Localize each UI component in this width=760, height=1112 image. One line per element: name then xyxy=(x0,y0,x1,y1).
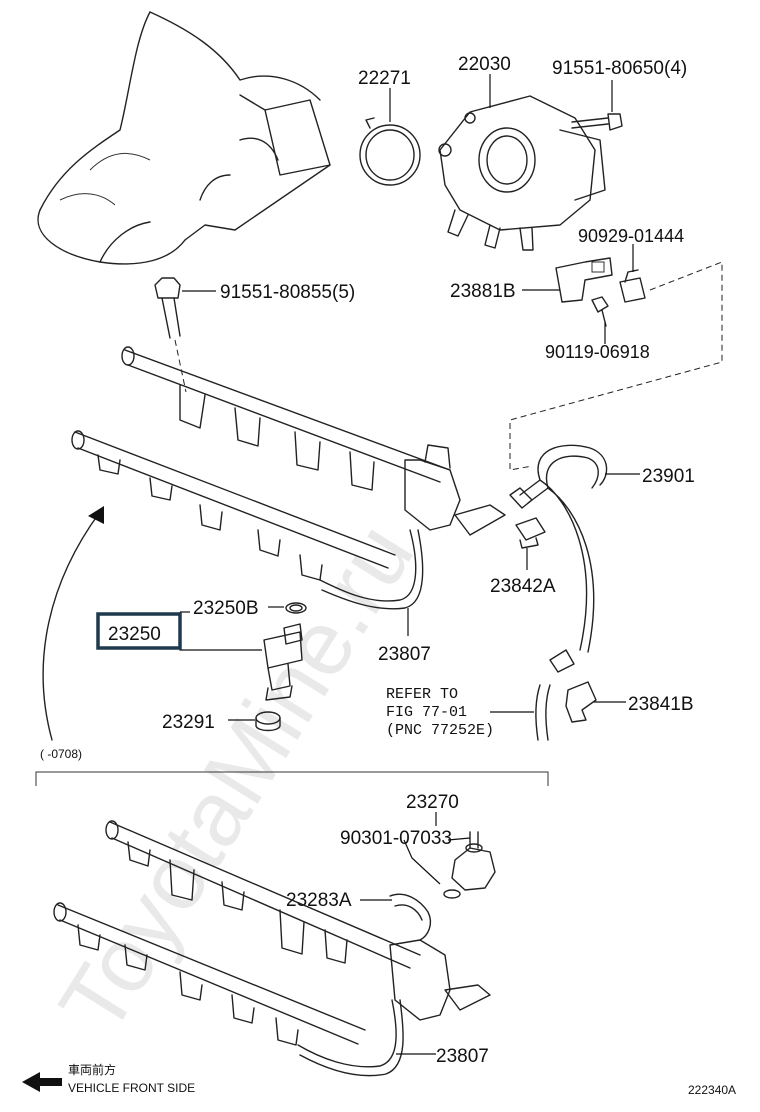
fuel-delivery-pipe-upper[interactable] xyxy=(121,346,506,536)
watermark-text: ToyotaMine.ru xyxy=(40,507,433,1051)
direction-arrow-head xyxy=(88,506,104,524)
label-22271: 22271 xyxy=(358,68,411,89)
fuel-injector-23250[interactable] xyxy=(263,623,303,701)
label-91551-80650: 91551-80650(4) xyxy=(552,58,687,79)
bolt-91551-80650[interactable] xyxy=(571,113,623,131)
label-90301-07033: 90301-07033 xyxy=(340,828,452,849)
label-23881B: 23881B xyxy=(450,281,516,302)
throttle-body-22030[interactable] xyxy=(438,95,606,251)
label-23270: 23270 xyxy=(406,792,459,813)
refer-note-line2: FIG 77-01 xyxy=(386,704,467,721)
figure-code: 222340A xyxy=(688,1083,736,1097)
vehicle-front-japanese: 車両前方 xyxy=(68,1062,116,1077)
fuel-tube-23807-bottom[interactable] xyxy=(297,999,404,1077)
label-22030: 22030 xyxy=(458,54,511,75)
bolt-90119-06918[interactable] xyxy=(591,296,609,327)
label-23901: 23901 xyxy=(642,466,695,487)
label-23842A: 23842A xyxy=(490,576,556,597)
fuel-delivery-pipe-lower-late[interactable] xyxy=(53,902,366,1046)
pulsation-damper-23270[interactable] xyxy=(451,831,496,891)
label-23291: 23291 xyxy=(162,712,215,733)
bolt-91551-80855[interactable] xyxy=(154,277,187,393)
refer-note-line1: REFER TO xyxy=(386,686,458,703)
clip-23841B[interactable] xyxy=(565,681,597,723)
label-23250-box xyxy=(96,612,182,650)
o-ring-90301-07033[interactable] xyxy=(443,889,461,899)
gasket-ring-22271[interactable] xyxy=(359,117,421,186)
fuel-hose-23901[interactable] xyxy=(509,444,608,653)
hose-segment-refer xyxy=(535,684,551,741)
fuel-delivery-pipe-lower[interactable] xyxy=(71,430,396,581)
vehicle-front-arrow-icon xyxy=(22,1072,62,1092)
date-range-bracket xyxy=(35,771,549,786)
label-90119-06918: 90119-06918 xyxy=(545,342,650,362)
bracket-23881B[interactable] xyxy=(555,257,613,303)
date-range-label: ( -0708) xyxy=(40,747,82,761)
insulator-23291[interactable] xyxy=(255,711,281,732)
label-23250B: 23250B xyxy=(193,598,259,619)
clip-90929-01444[interactable] xyxy=(619,269,646,303)
clip-23842A[interactable] xyxy=(515,517,546,549)
label-23807-top: 23807 xyxy=(378,644,431,665)
label-23841B: 23841B xyxy=(628,694,694,715)
label-23250: 23250 xyxy=(108,624,161,645)
label-23807-bottom: 23807 xyxy=(436,1046,489,1067)
label-90929-01444: 90929-01444 xyxy=(578,226,684,246)
fuel-tube-23807-top[interactable] xyxy=(319,529,424,610)
direction-curved-arrow xyxy=(42,511,101,741)
clip-23283A[interactable] xyxy=(389,893,432,941)
reference-dashed-line xyxy=(509,261,723,471)
label-23283A: 23283A xyxy=(286,890,352,911)
refer-note-line3: (PNC 77252E) xyxy=(386,722,494,739)
label-91551-80855: 91551-80855(5) xyxy=(220,282,355,303)
intake-manifold-outline xyxy=(37,11,331,265)
fuel-delivery-pipe-upper-late[interactable] xyxy=(105,820,491,1021)
o-ring-23250B[interactable] xyxy=(285,602,307,614)
hose-connector-end xyxy=(549,649,575,673)
vehicle-front-english: VEHICLE FRONT SIDE xyxy=(68,1081,195,1095)
